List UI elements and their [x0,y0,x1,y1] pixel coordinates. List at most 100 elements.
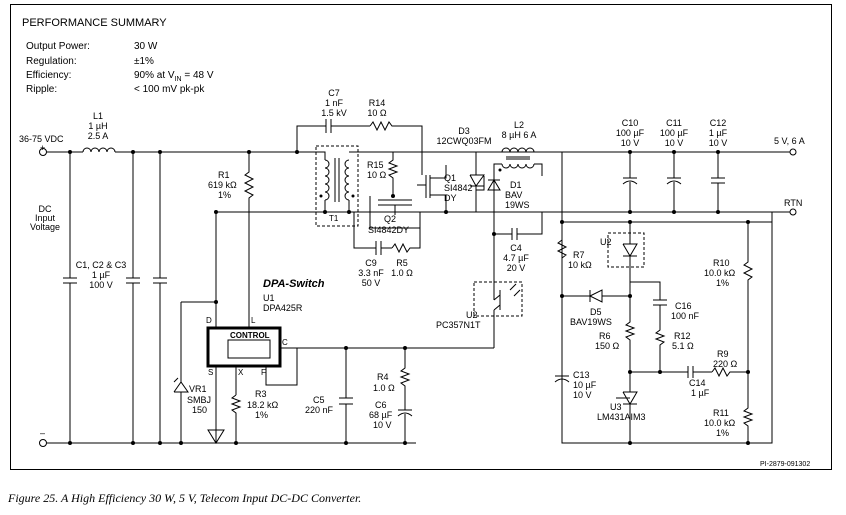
d3-label: D3 [458,126,470,136]
input-minus-label: – [40,428,46,438]
summary-val-power: 30 W [134,41,158,52]
c4-capacitor [493,212,543,240]
c12-rating: 10 V [708,138,728,148]
c6-value: 68 µF [369,410,393,420]
q2-part: SI4842DY [368,225,410,235]
d3-part: 12CWQ03FM [436,136,492,146]
q1-part: SI4842 [444,183,473,193]
r3-tolerance: 1% [255,410,269,420]
l1-value: 1 µH [88,121,108,131]
input-desc-3: Voltage [29,222,61,232]
q1-label: Q1 [444,173,457,183]
r12-value: 5.1 Ω [672,341,694,351]
r6-value: 150 Ω [595,341,620,351]
c13-label: C13 [573,370,590,380]
q2-label: Q2 [384,214,397,224]
l2-inductor-top [501,147,535,153]
r15-label: R15 [367,160,384,170]
q1-part-suffix: DY [444,193,457,203]
t1-primary-winding [324,159,330,201]
c12-value: 1 µF [708,128,728,138]
r1-value: 619 kΩ [208,180,237,190]
summary-val-regulation: ±1% [134,56,154,67]
c5-capacitor [339,348,353,443]
c10-label: C10 [621,118,639,128]
summary-key-ripple: Ripple: [26,84,58,95]
u1-part: DPA425R [263,303,303,313]
u2-led [622,222,638,296]
dpa-switch-title: DPA-Switch [263,278,325,290]
c13-capacitor [554,296,570,443]
t1-transformer-box [315,145,359,227]
input-minus-terminal [39,439,47,447]
c4-rating: 20 V [506,263,526,273]
c123-label: C1, C2 & C3 [75,260,127,270]
c11-value: 100 µF [659,128,689,138]
c9-rating: 50 V [361,278,381,288]
u3-part: LM431AIM3 [597,412,646,422]
c5-value: 220 nF [305,405,334,415]
r6-label: R6 [599,331,611,341]
c6-label: C6 [375,400,387,410]
u2-photo-label: U2 [466,310,478,320]
c13-value: 10 µF [573,380,597,390]
output-label: 5 V, 6 A [774,136,805,146]
r12-label: R12 [674,331,691,341]
r11-value: 10.0 kΩ [704,418,736,428]
c123-rating: 100 V [89,280,113,290]
output-rtn-label: RTN [784,198,803,208]
u2-photo-part: PC357N1T [436,320,481,330]
vr1-voltage: 150 [192,405,208,415]
r4-value: 1.0 Ω [373,383,395,393]
c7-value: 1 nF [324,98,344,108]
pin-d: D [206,316,212,325]
c5-label: C5 [313,395,325,405]
pin-f: F [261,368,266,377]
c11-label: C11 [666,118,682,128]
d5-part: BAV19WS [570,317,612,327]
c9-label: C9 [365,258,377,268]
c14-label: C14 [689,378,706,388]
l1-rating: 2.5 A [87,131,109,141]
t1-label: T1 [329,214,339,223]
c16-label: C16 [675,301,692,311]
vr1-label: VR1 [189,384,207,394]
c12-label: C12 [709,118,727,128]
c10-value: 100 µF [615,128,645,138]
r7-resistor [556,239,568,259]
input-voltage-label: 36-75 VDC [19,134,64,144]
u1-dpa-switch [206,326,282,368]
vr1-part: SMBJ [187,395,212,405]
r15-value: 10 Ω [367,170,387,180]
r11-tolerance: 1% [716,428,730,438]
r5-value: 1.0 Ω [391,268,413,278]
input-desc-2: Input [34,213,56,223]
l2-inductor-bottom [501,163,535,169]
r14-value: 10 Ω [367,108,387,118]
l1-inductor [82,147,116,153]
summary-title: PERFORMANCE SUMMARY [22,17,167,29]
r9-value: 220 Ω [713,359,738,369]
u2-phototransistor [493,234,501,348]
c9-value: 3.3 nF [358,268,384,278]
r1-tolerance: 1% [218,190,232,200]
r4-label: R4 [377,372,389,382]
r11-resistor [742,372,754,443]
c10-rating: 10 V [620,138,640,148]
q1-transistor [421,152,447,212]
l2-label: L2 [513,120,525,130]
c14-value: 1 µF [691,388,710,398]
r1-resistor [243,152,255,318]
c11-rating: 10 V [664,138,684,148]
r3-value: 18.2 kΩ [247,400,279,410]
r6-resistor [624,296,636,372]
input-plus-label: + [40,143,46,153]
c14-capacitor [630,366,712,378]
c4-value: 4.7 µF [503,253,529,263]
c7-rating: 1.5 kV [321,108,347,118]
d1-part: BAV [505,190,523,200]
c13-rating: 10 V [573,390,592,400]
r9-resistor [711,366,748,378]
output-rtn-terminal [789,208,797,216]
